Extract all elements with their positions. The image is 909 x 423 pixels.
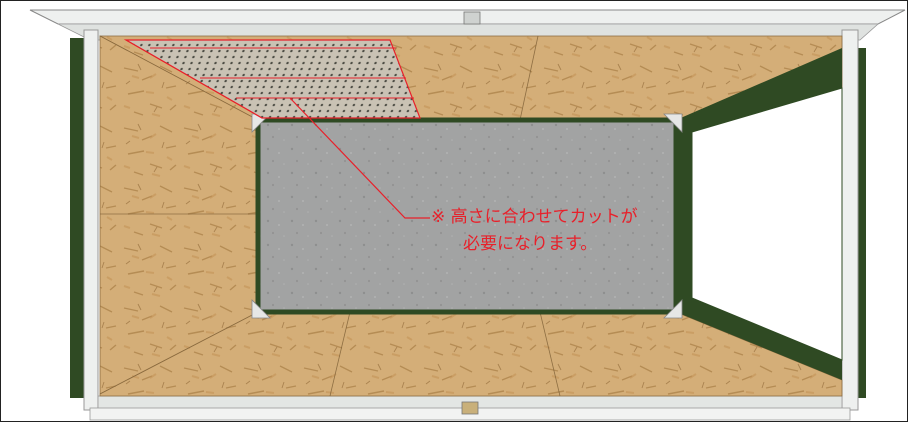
left-green-frame xyxy=(70,38,84,398)
right-wall-bottom-band xyxy=(676,298,842,380)
open-doorway xyxy=(691,87,843,361)
floor-frame xyxy=(255,117,679,315)
annotation-text-line-1: ※ 高さに合わせてカットが xyxy=(431,207,638,227)
panel-seams xyxy=(100,35,561,397)
doorway-jamb xyxy=(676,120,692,312)
concrete-floor xyxy=(258,120,676,312)
right-wall-top-band xyxy=(676,48,842,132)
perforated-panel-outline xyxy=(125,39,414,119)
top-frame xyxy=(29,9,906,41)
bottom-frame xyxy=(89,395,851,421)
right-green-frame xyxy=(856,48,866,398)
corner-brackets xyxy=(251,113,683,319)
annotation-leader-line xyxy=(289,97,430,219)
annotation-text-line-2: 必要になります。 xyxy=(463,234,598,254)
